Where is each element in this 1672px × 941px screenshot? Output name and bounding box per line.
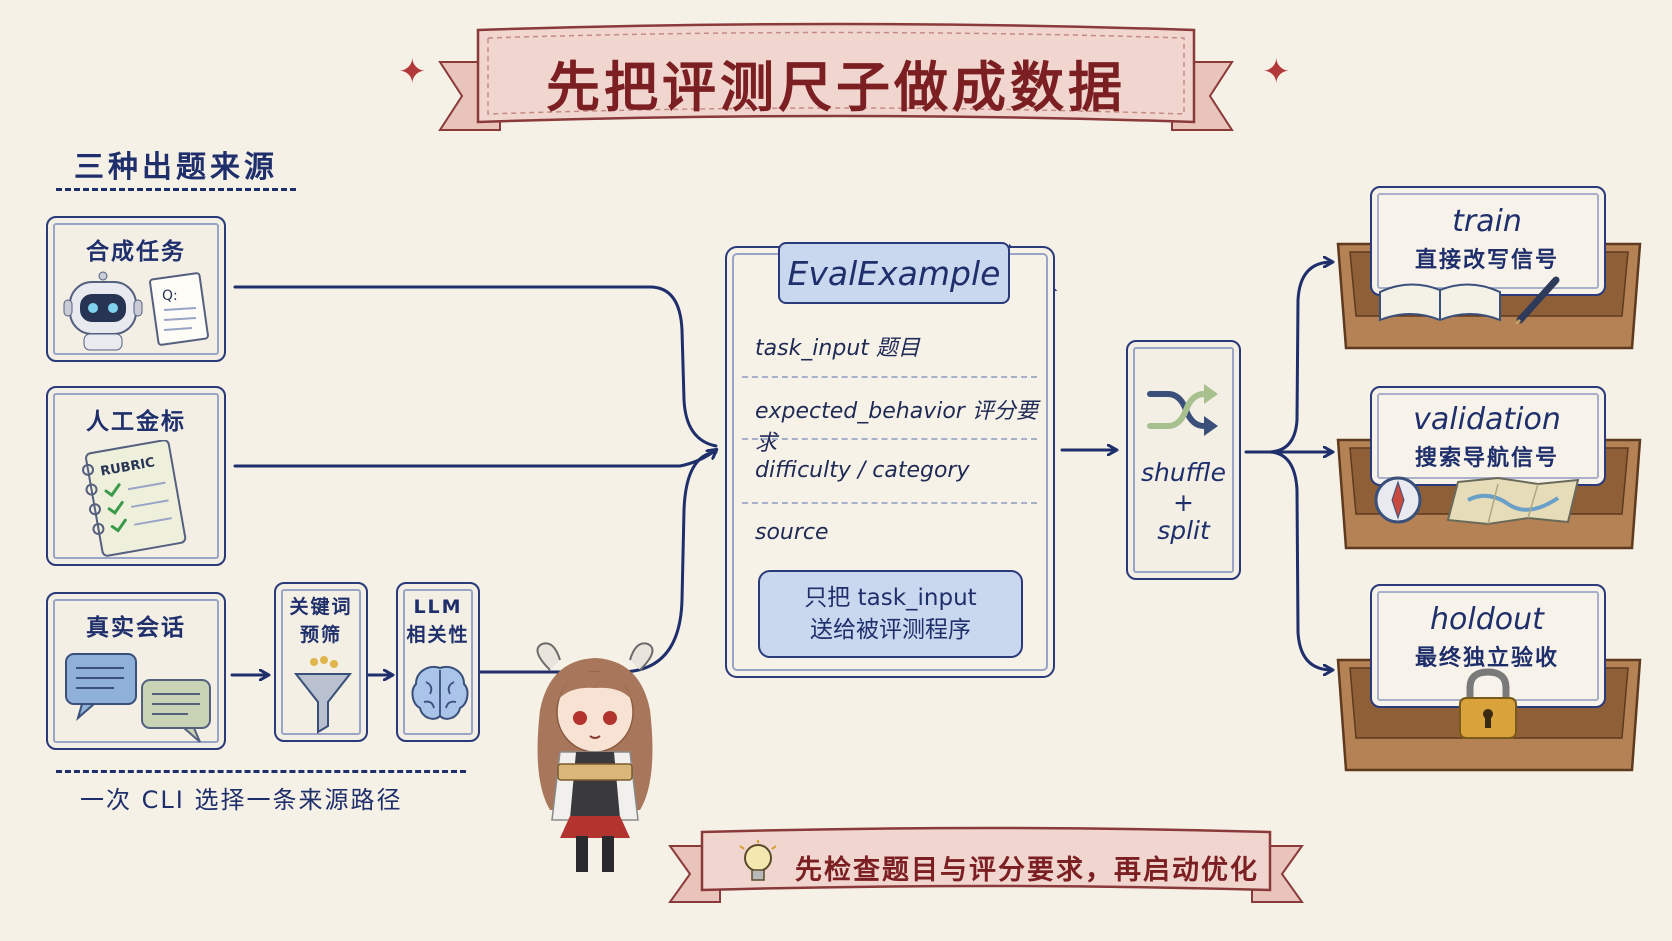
robot-icon [63,271,143,351]
padlock-icon [1459,668,1517,739]
heading-divider [56,188,296,191]
book-pen-icon [1379,276,1560,324]
source-label-synthetic: 合成任务 [86,239,186,265]
shuffle-split-box [1126,340,1241,580]
validation-desc: 搜索导航信号 [1414,446,1559,471]
shuffle-line1: shuffle [1140,458,1227,487]
lightbulb-icon [739,840,777,881]
field-expected-behavior: expected_behavior 评分要求 [755,399,1038,456]
sparkle-icon: ✦ [1262,52,1291,92]
validation-card [1370,386,1606,486]
source-arrows [230,262,1332,675]
brain-icon [411,666,469,720]
field-divider [742,502,1037,504]
sparkle-icon: ✦ [398,52,427,92]
funnel-icon [293,656,353,734]
rubric-notebook-icon: RUBRIC [82,440,187,557]
chat-bubbles-icon [65,653,211,743]
task-input-note: 只把 task_input 送给被评测程序 [758,570,1023,658]
llm-relevance-card: LLM 相关性 [396,582,480,742]
shuffle-icon [1147,384,1218,436]
sources-heading: 三种出题来源 [74,150,278,185]
tip-text: 先检查题目与评分要求，再启动优化 [795,855,1259,886]
keyword-label-line2: 预筛 [299,624,342,646]
holdout-name: holdout [1430,602,1544,637]
train-name: train [1452,204,1522,239]
shuffle-line2: + [1173,488,1194,517]
note-line1: 只把 task_input [804,585,977,611]
mascot-figure [536,642,654,872]
field-divider [742,376,1037,378]
llm-label-line2: 相关性 [406,624,470,646]
note-line2: 送给被评测程序 [810,617,971,643]
keyword-prefilter-card: 关键词 预筛 [274,582,368,742]
q-text: Q: [162,288,178,304]
field-difficulty-category: difficulty / category [755,458,970,483]
eval-example-tag: EvalExample [778,242,1010,304]
llm-label-line1: LLM [413,596,463,618]
tip-ribbon [668,826,1304,903]
bottom-divider [56,770,466,773]
shuffle-line3: split [1157,516,1210,545]
train-desc: 直接改写信号 [1414,248,1559,273]
title-banner [438,22,1234,131]
cli-note: 一次 CLI 选择一条来源路径 [80,786,403,814]
keyword-label-line1: 关键词 [289,596,353,618]
document-icon: Q: [149,272,209,346]
field-task-input: task_input 题目 [755,336,920,361]
source-card-real: 真实会话 [46,592,226,750]
field-source: source [755,520,829,545]
source-label-gold: 人工金标 [86,409,186,435]
field-divider [742,438,1037,440]
source-card-synthetic: 合成任务 Q: [46,216,226,362]
page-title: 先把评测尺子做成数据 [546,54,1126,119]
source-label-real: 真实会话 [86,615,186,641]
source-card-gold: 人工金标 RUBRIC [46,386,226,566]
validation-name: validation [1413,402,1561,437]
compass-map-icon [1374,476,1580,526]
holdout-desc: 最终独立验收 [1414,646,1559,671]
